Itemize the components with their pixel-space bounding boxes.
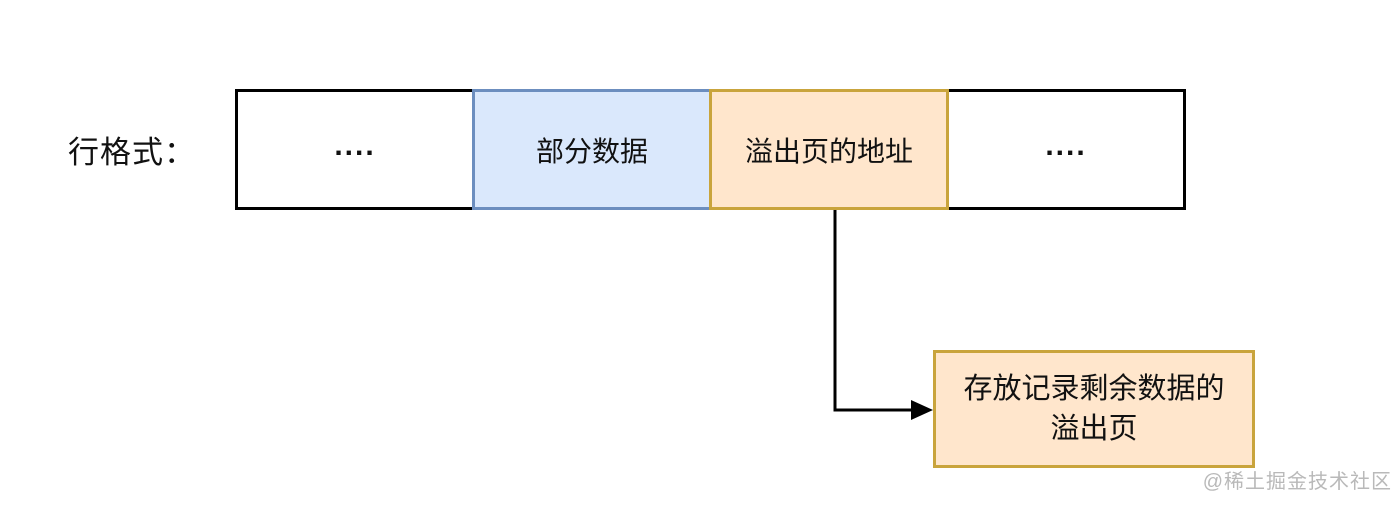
ellipsis-text: ....: [334, 128, 376, 162]
row-format-label: 行格式：: [68, 135, 196, 170]
overflow-box-line1: 存放记录剩余数据的: [963, 373, 1225, 405]
row-cell-partial-data: 部分数据: [472, 89, 712, 210]
arrowhead-icon: [911, 400, 933, 420]
arrow-line: [833, 210, 914, 412]
watermark-text: @稀土掘金技术社区: [1202, 471, 1392, 493]
row-format-strip: .... 部分数据 溢出页的地址 ....: [235, 89, 1195, 210]
row-cell-overflow-page-address: 溢出页的地址: [709, 89, 949, 210]
row-cell-leading-ellipsis: ....: [235, 89, 475, 210]
ellipsis-text: ....: [1045, 128, 1087, 162]
overflow-page-box: 存放记录剩余数据的 溢出页: [933, 350, 1255, 468]
row-cell-trailing-ellipsis: ....: [946, 89, 1186, 210]
overflow-page-address-label: 溢出页的地址: [744, 135, 913, 167]
overflow-box-line2: 溢出页: [1050, 413, 1138, 445]
partial-data-label: 部分数据: [535, 135, 648, 167]
